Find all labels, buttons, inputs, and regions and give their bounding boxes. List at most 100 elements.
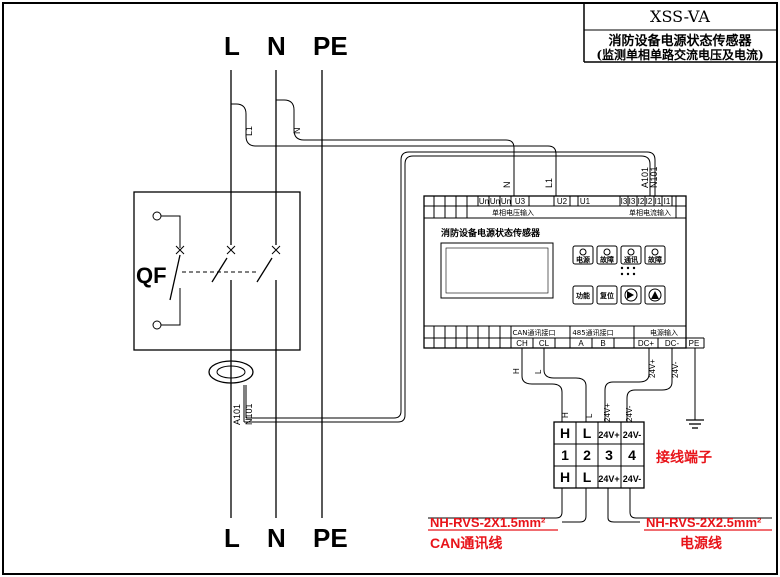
terminal-cell-row-top-2: 24V+ xyxy=(598,430,619,440)
bus-label-l-bottom: L xyxy=(224,523,240,553)
breaker-label: QF xyxy=(136,263,167,288)
bottom-terminal-a: A xyxy=(578,339,584,348)
indicator-1: 故障 xyxy=(596,245,618,265)
top-terminal-i2-9: I2 xyxy=(646,197,653,206)
indicator-2: 通讯 xyxy=(620,245,642,265)
breaker-qf: QF xyxy=(133,191,301,351)
bottom-terminal-ch: CH xyxy=(516,339,528,348)
button-0[interactable]: 功能 xyxy=(572,285,594,305)
scroll-up-icon xyxy=(651,291,659,299)
top-terminal-un-0: Un xyxy=(479,197,489,206)
wire-l1-tap xyxy=(231,103,557,196)
can-cable-label: CAN通讯线 xyxy=(430,535,502,551)
cable-can-l xyxy=(562,488,587,523)
wire-ct-a101 xyxy=(244,155,651,423)
cable-power-minus xyxy=(629,488,772,519)
bottom-terminal-cl: CL xyxy=(539,339,550,348)
terminal-cell-row-top-1: L xyxy=(583,425,592,441)
button-label-0: 功能 xyxy=(576,291,590,300)
indicator-label-1: 故障 xyxy=(600,255,614,264)
top-terminal-i2-8: I2 xyxy=(638,197,645,206)
indicator-label-3: 故障 xyxy=(648,255,662,264)
terminal-cell-row-mid-1: 2 xyxy=(583,447,591,463)
top-terminal-i1-11: I1 xyxy=(664,197,671,206)
ct-tag-a101: A101 xyxy=(232,404,242,425)
top-terminal-u1-5: U1 xyxy=(580,197,591,206)
model-number: XSS-VA xyxy=(650,7,710,26)
indicator-0: 电源 xyxy=(572,245,594,265)
scroll-right-button[interactable] xyxy=(620,285,642,305)
indicator-label-2: 通讯 xyxy=(624,255,638,264)
wire-tag-n: N xyxy=(292,128,302,135)
wire-n-tap xyxy=(276,99,515,196)
wire-l xyxy=(543,358,587,422)
bus-label-n-top: N xyxy=(267,31,286,61)
title-block: XSS-VA 消防设备电源状态传感器 (监测单相单路交流电压及电流) xyxy=(583,3,777,63)
bottom-terminal-dc: DC+ xyxy=(638,339,655,348)
scroll-up-button[interactable] xyxy=(644,285,666,305)
terminal-cell-row-mid-2: 3 xyxy=(605,447,613,463)
terminal-block-label: 接线端子 xyxy=(656,449,712,466)
wire-mark-24v-minus-block: 24V- xyxy=(625,405,634,422)
scroll-right-icon xyxy=(627,291,634,299)
terminal-cell-row-bottom-2: 24V+ xyxy=(598,474,619,484)
led-dots xyxy=(620,266,636,276)
power-input-label: 电源输入 xyxy=(650,328,678,337)
terminal-cell-row-top-3: 24V- xyxy=(623,430,642,440)
button-1[interactable]: 复位 xyxy=(596,285,618,305)
cable-can-h xyxy=(428,488,563,519)
wire-tag-n101-device: N101 xyxy=(649,166,659,188)
top-terminal-i3-6: I3 xyxy=(621,197,628,206)
wire-mark-24v-plus-device: 24V+ xyxy=(648,359,657,378)
wire-mark-24v-minus-device: 24V- xyxy=(671,361,680,378)
terminal-cell-row-bottom-0: H xyxy=(560,469,570,485)
wire-mark-l-block: L xyxy=(585,413,594,418)
wire-tag-n-device: N xyxy=(502,182,512,189)
bottom-terminal-dc: DC- xyxy=(665,339,680,348)
wire-mark-l-device: L xyxy=(534,369,543,374)
terminal-cell-row-mid-3: 4 xyxy=(628,447,636,463)
wire-tag-l1-device: L1 xyxy=(544,178,554,188)
indicator-3: 故障 xyxy=(644,245,666,265)
wire-tag-a101-device: A101 xyxy=(640,167,650,188)
bottom-terminal-pe: PE xyxy=(689,339,700,348)
can-cable-spec: NH-RVS-2X1.5mm² xyxy=(430,515,546,530)
terminal-cell-row-top-0: H xyxy=(560,425,570,441)
top-terminal-i3-7: I3 xyxy=(629,197,636,206)
bus-label-l-top: L xyxy=(224,31,240,61)
power-cable-label: 电源线 xyxy=(680,535,722,551)
wire-h xyxy=(521,358,563,422)
current-transformer: A101 N101 xyxy=(208,360,254,425)
voltage-input-label: 单相电压输入 xyxy=(492,208,534,217)
terminal-cell-row-bottom-1: L xyxy=(583,469,592,485)
wire-mark-h-block: H xyxy=(561,412,570,418)
wire-mark-24v-plus-block: 24V+ xyxy=(603,403,612,422)
indicator-label-0: 电源 xyxy=(576,255,590,264)
top-terminal-i1-10: I1 xyxy=(655,197,662,206)
can-interface-label: CAN通讯接口 xyxy=(513,328,556,337)
rs485-interface-label: 485通讯接口 xyxy=(572,328,613,337)
current-input-label: 单相电流输入 xyxy=(629,208,671,217)
bus-label-n-bottom: N xyxy=(267,523,286,553)
product-subtitle: (监测单相单路交流电压及电流) xyxy=(596,47,763,62)
product-name: 消防设备电源状态传感器 xyxy=(608,33,752,49)
ct-tag-n101: N101 xyxy=(244,403,254,425)
bus-label-pe-bottom: PE xyxy=(313,523,348,553)
wire-ct-n101 xyxy=(246,151,656,419)
wire-24v-plus xyxy=(604,358,650,422)
button-label-1: 复位 xyxy=(599,291,614,300)
terminal-cell-row-bottom-3: 24V- xyxy=(623,474,642,484)
wire-tag-l1: L1 xyxy=(244,126,254,136)
bottom-terminal-b: B xyxy=(600,339,605,348)
wire-mark-h-device: H xyxy=(512,368,521,374)
top-terminal-un-1: Un xyxy=(490,197,500,206)
wire-24v-minus xyxy=(626,358,673,422)
top-terminal-u3-3: U3 xyxy=(515,197,526,206)
cable-power-plus xyxy=(607,488,640,523)
top-terminal-u2-4: U2 xyxy=(557,197,568,206)
terminal-cell-row-mid-0: 1 xyxy=(561,447,569,463)
